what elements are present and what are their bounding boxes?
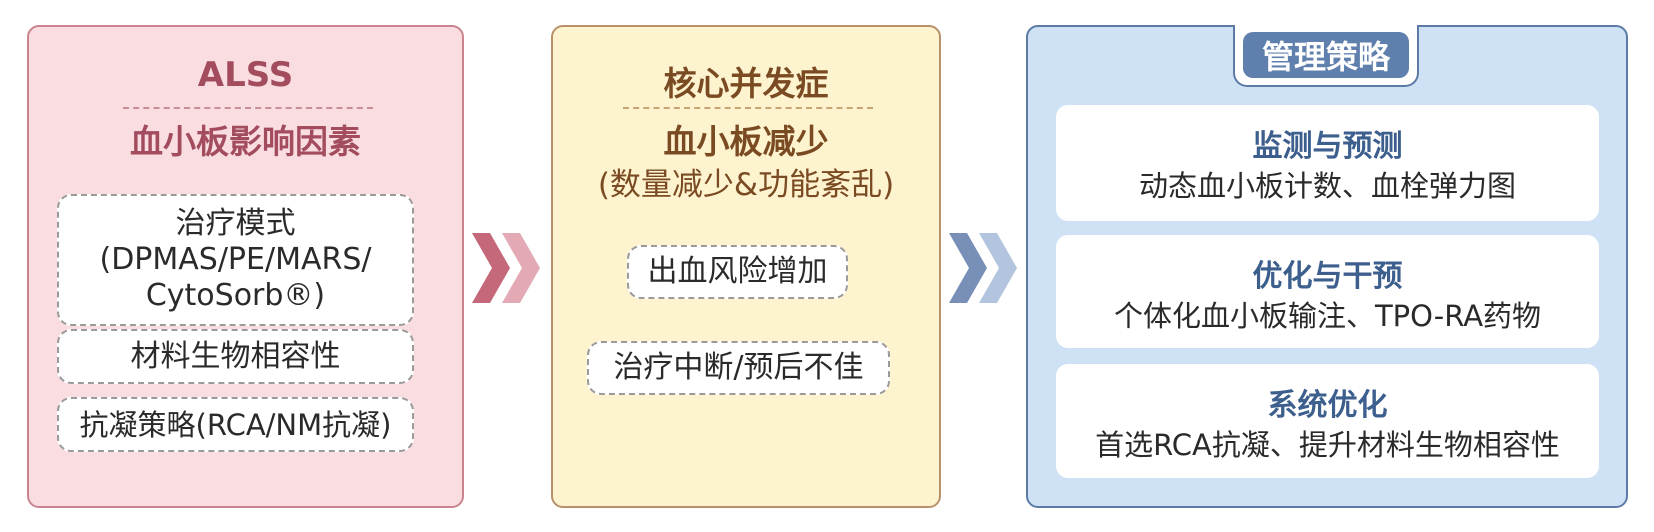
factor-line: 治疗模式 (175, 206, 296, 241)
panel-title: 管理策略 (1243, 32, 1409, 78)
factor-box-anticoagulation: 抗凝策略(RCA/NM抗凝) (57, 397, 414, 452)
chevron-right-icon (472, 233, 540, 303)
strategy-card-monitoring: 监测与预测 动态血小板计数、血栓弹力图 (1056, 105, 1599, 221)
complication-label: 出血风险增加 (647, 254, 828, 289)
panel-title: 核心并发症 (663, 64, 829, 103)
complication-box-bleeding: 出血风险增加 (627, 245, 848, 299)
chevron-dark (472, 233, 510, 303)
factor-box-biocompatibility: 材料生物相容性 (57, 329, 414, 384)
panel-title: ALSS (197, 55, 294, 95)
factor-line: CytoSorb®) (145, 278, 326, 313)
complication-label: 治疗中断/预后不佳 (613, 350, 864, 385)
strategy-card-system: 系统优化 首选RCA抗凝、提升材料生物相容性 (1056, 364, 1599, 478)
factor-line: 材料生物相容性 (130, 338, 341, 374)
factor-box-treatment-mode: 治疗模式 (DPMAS/PE/MARS/ CytoSorb®) (57, 194, 414, 326)
panel-detail: (数量减少&功能紊乱) (597, 167, 895, 203)
factor-line: 抗凝策略(RCA/NM抗凝) (79, 407, 392, 442)
panel-title-tab: 管理策略 (1233, 25, 1419, 87)
complication-box-interruption: 治疗中断/预后不佳 (587, 341, 890, 395)
chevron-light (502, 233, 540, 303)
factors-panel: ALSS 血小板影响因素 治疗模式 (DPMAS/PE/MARS/ CytoSo… (27, 25, 464, 508)
panel-subtitle: 血小板减少 (663, 122, 829, 161)
card-text: 动态血小板计数、血栓弹力图 (1138, 169, 1516, 203)
card-text: 个体化血小板输注、TPO-RA药物 (1113, 299, 1542, 333)
card-heading: 系统优化 (1267, 388, 1388, 423)
title-divider (123, 107, 373, 109)
card-heading: 优化与干预 (1252, 259, 1403, 294)
chevron-dark (949, 233, 987, 303)
panel-subtitle: 血小板影响因素 (130, 122, 361, 161)
complications-panel: 核心并发症 血小板减少 (数量减少&功能紊乱) 出血风险增加 治疗中断/预后不佳 (551, 25, 941, 508)
card-heading: 监测与预测 (1252, 129, 1403, 164)
title-divider (623, 107, 873, 109)
chevron-light (979, 233, 1017, 303)
card-text: 首选RCA抗凝、提升材料生物相容性 (1095, 428, 1560, 462)
strategy-card-intervention: 优化与干预 个体化血小板输注、TPO-RA药物 (1056, 235, 1599, 348)
factor-line: (DPMAS/PE/MARS/ (99, 242, 372, 277)
strategy-panel: 管理策略 监测与预测 动态血小板计数、血栓弹力图 优化与干预 个体化血小板输注、… (1026, 25, 1628, 508)
chevron-right-icon (949, 233, 1017, 303)
